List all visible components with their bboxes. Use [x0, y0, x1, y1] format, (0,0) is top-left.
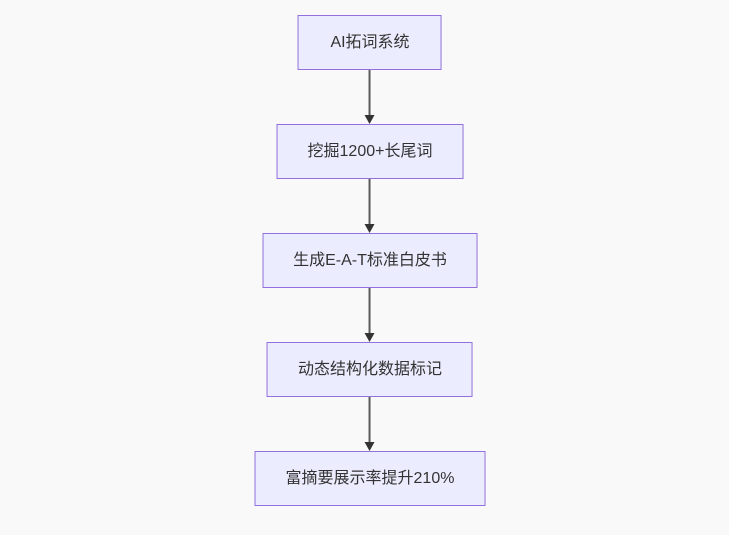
- edge-line: [369, 288, 371, 334]
- arrowhead-down-icon: [365, 224, 375, 233]
- flow-edge-3: [363, 288, 377, 342]
- flow-node-label: AI拓词系统: [330, 34, 410, 51]
- flow-node-longtail-mining: 挖掘1200+长尾词: [276, 124, 464, 179]
- edge-line: [369, 70, 371, 116]
- flow-node-label: 动态结构化数据标记: [297, 361, 442, 378]
- edge-line: [369, 397, 371, 443]
- flowchart: AI拓词系统 挖掘1200+长尾词 生成E-A-T标准白皮书 动态结构化数据标记: [254, 15, 486, 506]
- arrowhead-down-icon: [365, 115, 375, 124]
- flow-node-eat-whitepaper: 生成E-A-T标准白皮书: [262, 233, 478, 288]
- flow-edge-4: [363, 397, 377, 451]
- flow-node-label: 富摘要展示率提升210%: [285, 470, 455, 487]
- flow-node-structured-data-markup: 动态结构化数据标记: [266, 342, 473, 397]
- flow-node-ai-keyword-system: AI拓词系统: [298, 15, 442, 70]
- flow-node-label: 挖掘1200+长尾词: [307, 143, 433, 160]
- arrowhead-down-icon: [365, 442, 375, 451]
- edge-line: [369, 179, 371, 225]
- arrowhead-down-icon: [365, 333, 375, 342]
- flow-edge-2: [363, 179, 377, 233]
- flow-node-label: 生成E-A-T标准白皮书: [293, 252, 447, 269]
- flow-edge-1: [363, 70, 377, 124]
- flow-node-rich-snippet-rate: 富摘要展示率提升210%: [254, 451, 486, 506]
